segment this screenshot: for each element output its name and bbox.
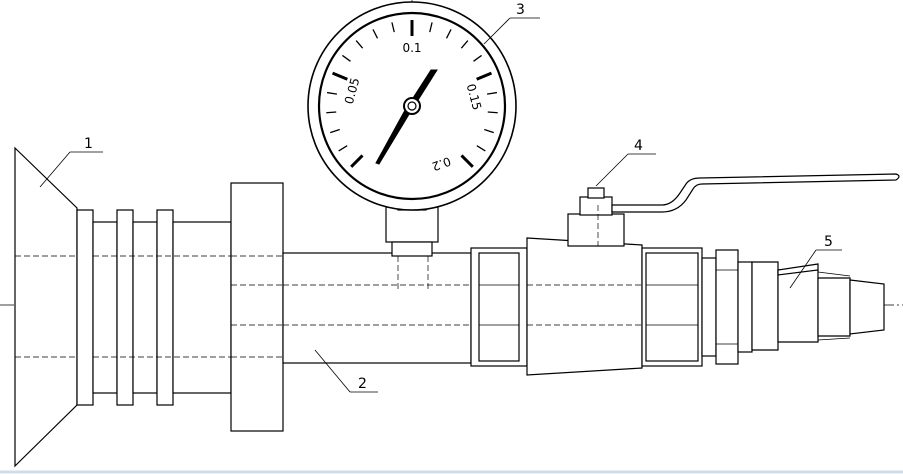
- gauge-tick: [342, 54, 351, 62]
- callout-5: 5: [824, 234, 833, 250]
- gauge-tick: [355, 40, 364, 49]
- callout-2: 2: [358, 376, 367, 392]
- callout-4: 4: [634, 138, 643, 154]
- flange: [230, 182, 284, 432]
- gauge-needle: [375, 69, 438, 165]
- part-3-gauge: 0.05 0.1 0.15 0.2: [307, 1, 517, 257]
- gauge-tick: [350, 154, 364, 168]
- part-1-funnel: [14, 146, 232, 468]
- gauge-label-0-05: 0.05: [342, 76, 362, 105]
- gauge-tick: [473, 54, 482, 62]
- gauge-ticks: [326, 20, 498, 168]
- gauge-label-0-1: 0.1: [402, 41, 421, 55]
- gauge-tick: [326, 91, 338, 95]
- part-5-barb: [701, 249, 885, 365]
- gauge-tick: [326, 111, 337, 114]
- gauge-pivot: [403, 97, 421, 115]
- gauge-tick: [476, 145, 486, 152]
- gauge-tick: [429, 22, 433, 33]
- part-4-valve: [470, 173, 900, 376]
- gauge-tick: [391, 22, 395, 33]
- gauge-tick: [460, 154, 474, 168]
- gauge-tick: [486, 91, 498, 95]
- gauge-tick: [331, 71, 348, 81]
- part-2-pipe: [282, 252, 472, 364]
- gauge-tick: [338, 145, 348, 152]
- callouts: 1 2 3 4 5: [39, 2, 842, 393]
- callout-1: 1: [84, 136, 93, 152]
- gauge-tick: [372, 29, 379, 39]
- gauge-tick: [487, 111, 498, 114]
- gauge-tick: [476, 71, 493, 81]
- gauge-tick: [445, 29, 452, 39]
- gauge-tick: [484, 128, 494, 134]
- gauge-tick: [460, 40, 469, 49]
- gauge-tick: [330, 128, 340, 134]
- callout-3: 3: [516, 2, 525, 18]
- gauge-label-0-2: 0.2: [430, 154, 453, 174]
- gauge-label-0-15: 0.15: [464, 82, 484, 111]
